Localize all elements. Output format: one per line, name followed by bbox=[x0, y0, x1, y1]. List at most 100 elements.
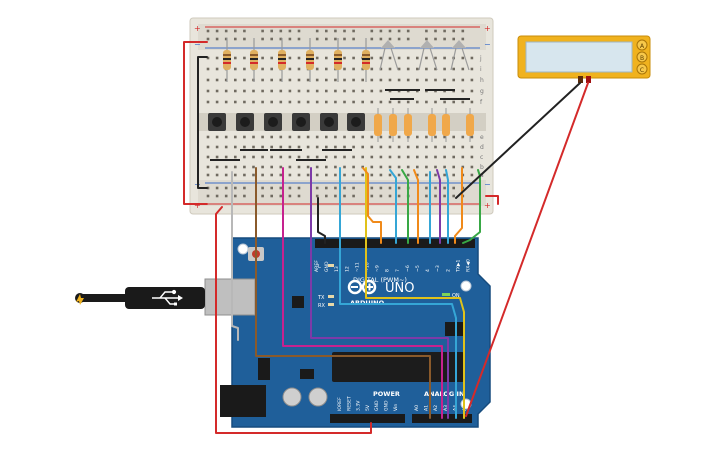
photoresistor[interactable] bbox=[379, 40, 399, 71]
breadboard-hole bbox=[343, 78, 346, 82]
bottom-power-rail bbox=[198, 180, 486, 206]
row-letter: c bbox=[480, 154, 483, 161]
breadboard-hole bbox=[315, 135, 319, 139]
digital-header[interactable] bbox=[315, 239, 475, 248]
breadboard-hole bbox=[434, 37, 437, 41]
breadboard-hole bbox=[224, 37, 228, 41]
row-letter: b bbox=[480, 164, 484, 171]
breadboard-hole bbox=[434, 67, 437, 71]
breadboard-hole bbox=[252, 145, 255, 149]
breadboard-hole bbox=[334, 135, 337, 139]
breadboard-hole bbox=[297, 78, 301, 82]
breadboard-hole bbox=[224, 135, 228, 139]
lcd-button-b[interactable]: B bbox=[636, 51, 648, 63]
breadboard-hole bbox=[270, 29, 273, 33]
pushbutton-row[interactable] bbox=[208, 113, 365, 131]
lcd-module[interactable]: A B C bbox=[517, 35, 651, 83]
breadboard-hole bbox=[306, 78, 310, 82]
rail-plus-label-bl: + bbox=[194, 201, 201, 210]
breadboard-hole bbox=[388, 78, 392, 82]
breadboard-hole bbox=[234, 78, 237, 82]
power-header[interactable] bbox=[330, 414, 405, 423]
breadboard-hole bbox=[297, 56, 301, 60]
breadboard-hole bbox=[325, 194, 328, 198]
resistor[interactable] bbox=[223, 38, 231, 82]
breadboard-hole bbox=[261, 186, 264, 190]
breadboard-hole bbox=[452, 78, 455, 82]
breadboard-hole bbox=[270, 67, 273, 71]
breadboard-hole bbox=[352, 135, 355, 139]
breadboard-hole bbox=[243, 89, 246, 93]
breadboard-hole bbox=[270, 89, 273, 93]
resistor[interactable] bbox=[404, 108, 412, 142]
breadboard-hole bbox=[352, 155, 355, 159]
breadboard-hole bbox=[279, 100, 283, 104]
resistor[interactable] bbox=[428, 108, 436, 142]
capacitor bbox=[308, 387, 328, 407]
breadboard-hole bbox=[370, 186, 374, 190]
breadboard-hole bbox=[361, 155, 364, 159]
rx-led bbox=[328, 303, 334, 306]
breadboard-hole bbox=[397, 67, 401, 71]
breadboard-hole bbox=[443, 56, 446, 60]
breadboard-hole bbox=[252, 89, 255, 93]
lcd-button-a[interactable]: A bbox=[636, 39, 648, 51]
row-letter: i bbox=[480, 66, 482, 73]
sensor-group[interactable] bbox=[379, 40, 470, 71]
breadboard-hole bbox=[361, 67, 364, 71]
breadboard-hole bbox=[352, 37, 355, 41]
pushbutton[interactable] bbox=[264, 113, 282, 131]
mounting-hole bbox=[237, 243, 249, 255]
pushbutton[interactable] bbox=[320, 113, 338, 131]
wire-purple bbox=[310, 167, 449, 419]
breadboard-hole bbox=[252, 165, 255, 169]
resistor[interactable] bbox=[374, 108, 382, 142]
pushbutton[interactable] bbox=[208, 113, 226, 131]
photoresistor[interactable] bbox=[418, 40, 438, 71]
resistor[interactable] bbox=[306, 38, 314, 82]
breadboard-hole bbox=[406, 155, 410, 159]
pin-label: ~3 bbox=[435, 265, 441, 272]
breadboard-hole bbox=[243, 29, 246, 33]
resistor[interactable] bbox=[278, 38, 286, 82]
pushbutton[interactable] bbox=[347, 113, 365, 131]
breadboard-hole bbox=[215, 89, 219, 93]
lcd-pin bbox=[586, 76, 591, 83]
breadboard-hole bbox=[215, 155, 219, 159]
usb-cable[interactable] bbox=[75, 287, 205, 309]
pushbutton[interactable] bbox=[236, 113, 254, 131]
resistor-group-middle[interactable] bbox=[374, 108, 474, 142]
breadboard-hole bbox=[261, 29, 264, 33]
photoresistor[interactable] bbox=[450, 40, 470, 71]
breadboard-hole bbox=[416, 155, 419, 159]
breadboard-hole bbox=[425, 173, 428, 177]
breadboard-hole bbox=[279, 78, 283, 82]
breadboard-hole bbox=[470, 56, 474, 60]
pin-label: ~9 bbox=[375, 265, 381, 272]
breadboard-hole bbox=[434, 135, 437, 139]
resistor[interactable] bbox=[466, 108, 474, 142]
pin-label: 4 bbox=[425, 269, 431, 272]
breadboard-hole bbox=[470, 89, 474, 93]
breadboard-hole bbox=[452, 135, 455, 139]
breadboard-hole bbox=[234, 29, 237, 33]
lcd-button-c[interactable]: C bbox=[636, 63, 648, 75]
resistor[interactable] bbox=[362, 38, 370, 82]
breadboard-hole bbox=[306, 173, 310, 177]
breadboard-hole bbox=[270, 186, 273, 190]
resistor[interactable] bbox=[250, 38, 258, 82]
resistor-group-top[interactable] bbox=[223, 38, 370, 82]
breadboard-hole bbox=[279, 165, 283, 169]
breadboard-hole bbox=[334, 89, 337, 93]
resistor[interactable] bbox=[442, 108, 450, 142]
breadboard-hole bbox=[234, 145, 237, 149]
resistor[interactable] bbox=[334, 38, 342, 82]
pushbutton[interactable] bbox=[292, 113, 310, 131]
resistor[interactable] bbox=[389, 108, 397, 142]
breadboard-hole bbox=[306, 89, 310, 93]
breadboard-hole bbox=[288, 135, 292, 139]
breadboard-hole bbox=[379, 135, 383, 139]
breadboard-hole bbox=[406, 165, 410, 169]
breadboard-hole bbox=[361, 78, 364, 82]
